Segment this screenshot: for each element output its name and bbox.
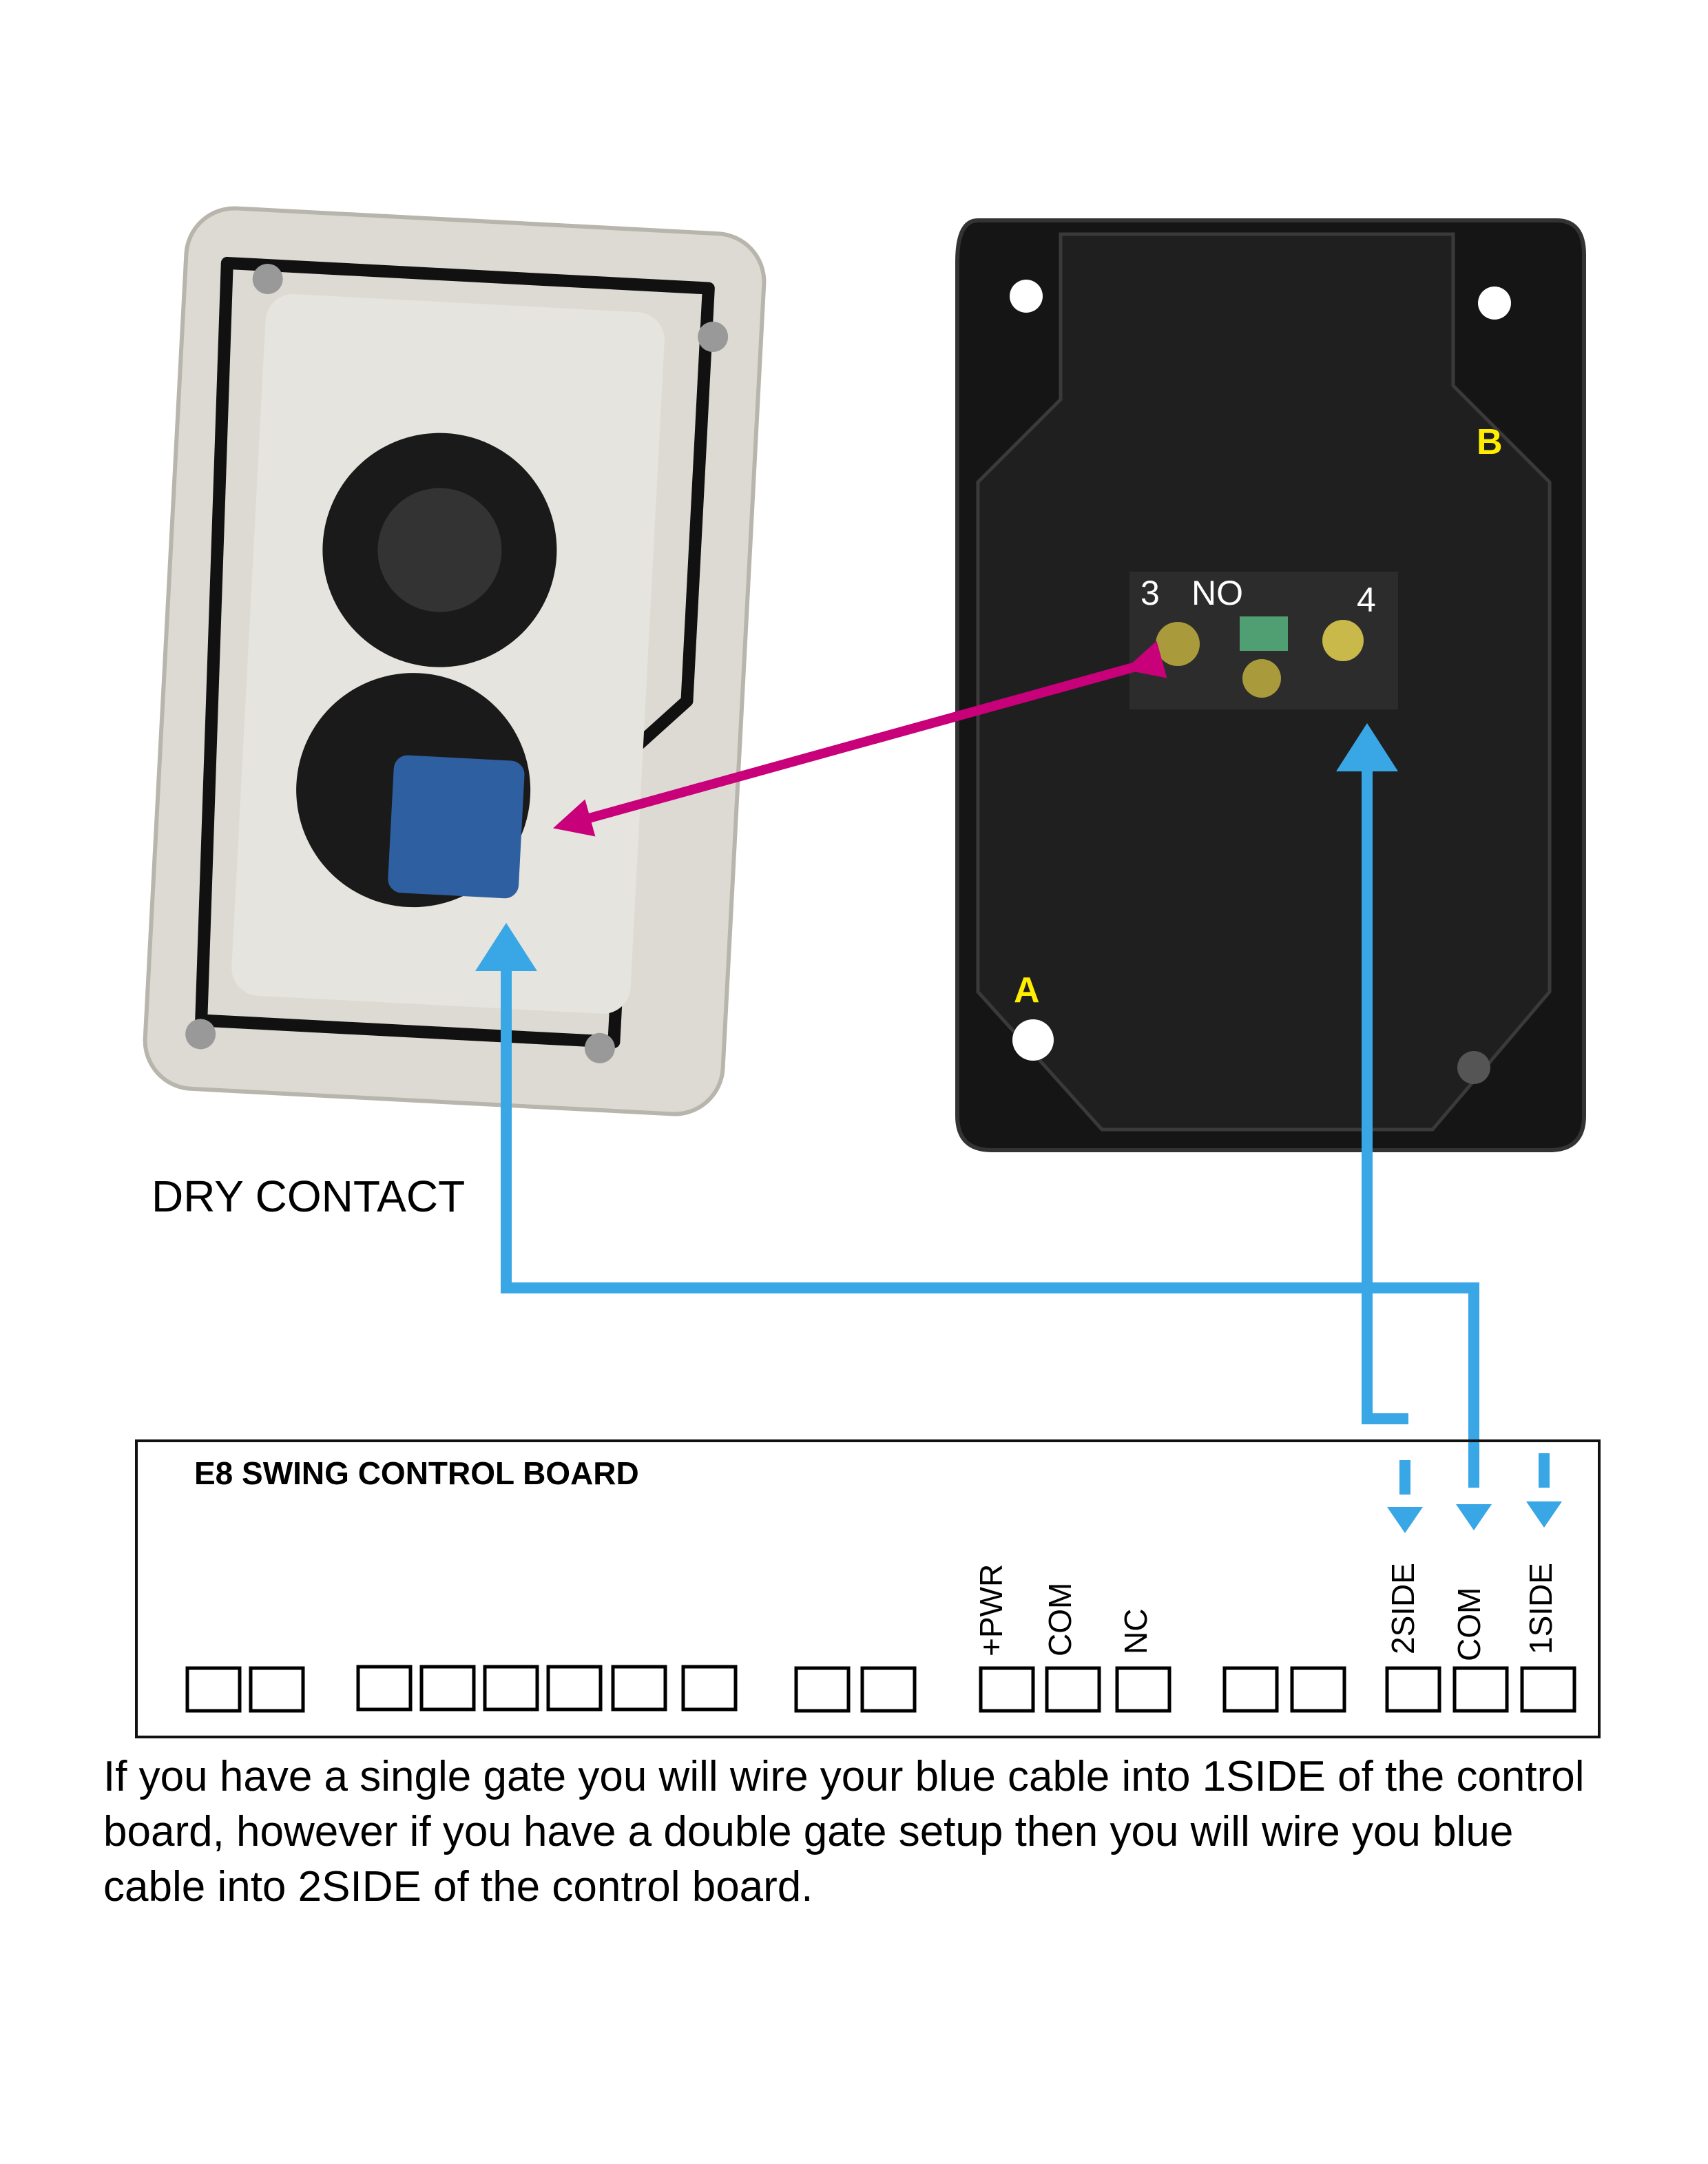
- terminal-label-com-2: COM: [1451, 1587, 1487, 1661]
- push-button-box-photo: [143, 206, 767, 1116]
- terminal-label-com: COM: [1042, 1582, 1078, 1656]
- marker-a: A: [1014, 970, 1040, 1010]
- marker-b: B: [1477, 422, 1503, 462]
- terminal-blocks: [185, 1665, 1576, 1713]
- terminal-label-nc: NC: [1118, 1608, 1154, 1654]
- terminal-label-2side: 2SIDE: [1385, 1563, 1421, 1654]
- blue-wires: [501, 764, 1550, 1495]
- dry-contact-label: DRY CONTACT: [152, 1172, 466, 1221]
- control-board: [135, 1439, 1601, 1738]
- switch-label-no: NO: [1191, 574, 1243, 612]
- wire-arrowheads: [475, 723, 1562, 1533]
- instructions-text: If you have a single gate you will wire …: [103, 1753, 1585, 1911]
- board-title: E8 SWING CONTROL BOARD: [194, 1455, 639, 1491]
- terminal-label-1side: 1SIDE: [1523, 1563, 1559, 1654]
- switch-label-4: 4: [1357, 581, 1376, 619]
- contact-arrow: [553, 641, 1167, 837]
- switch-label-3: 3: [1141, 574, 1160, 612]
- terminal-label-pwr: +PWR: [973, 1563, 1009, 1656]
- switch-box-photo: [955, 218, 1586, 1152]
